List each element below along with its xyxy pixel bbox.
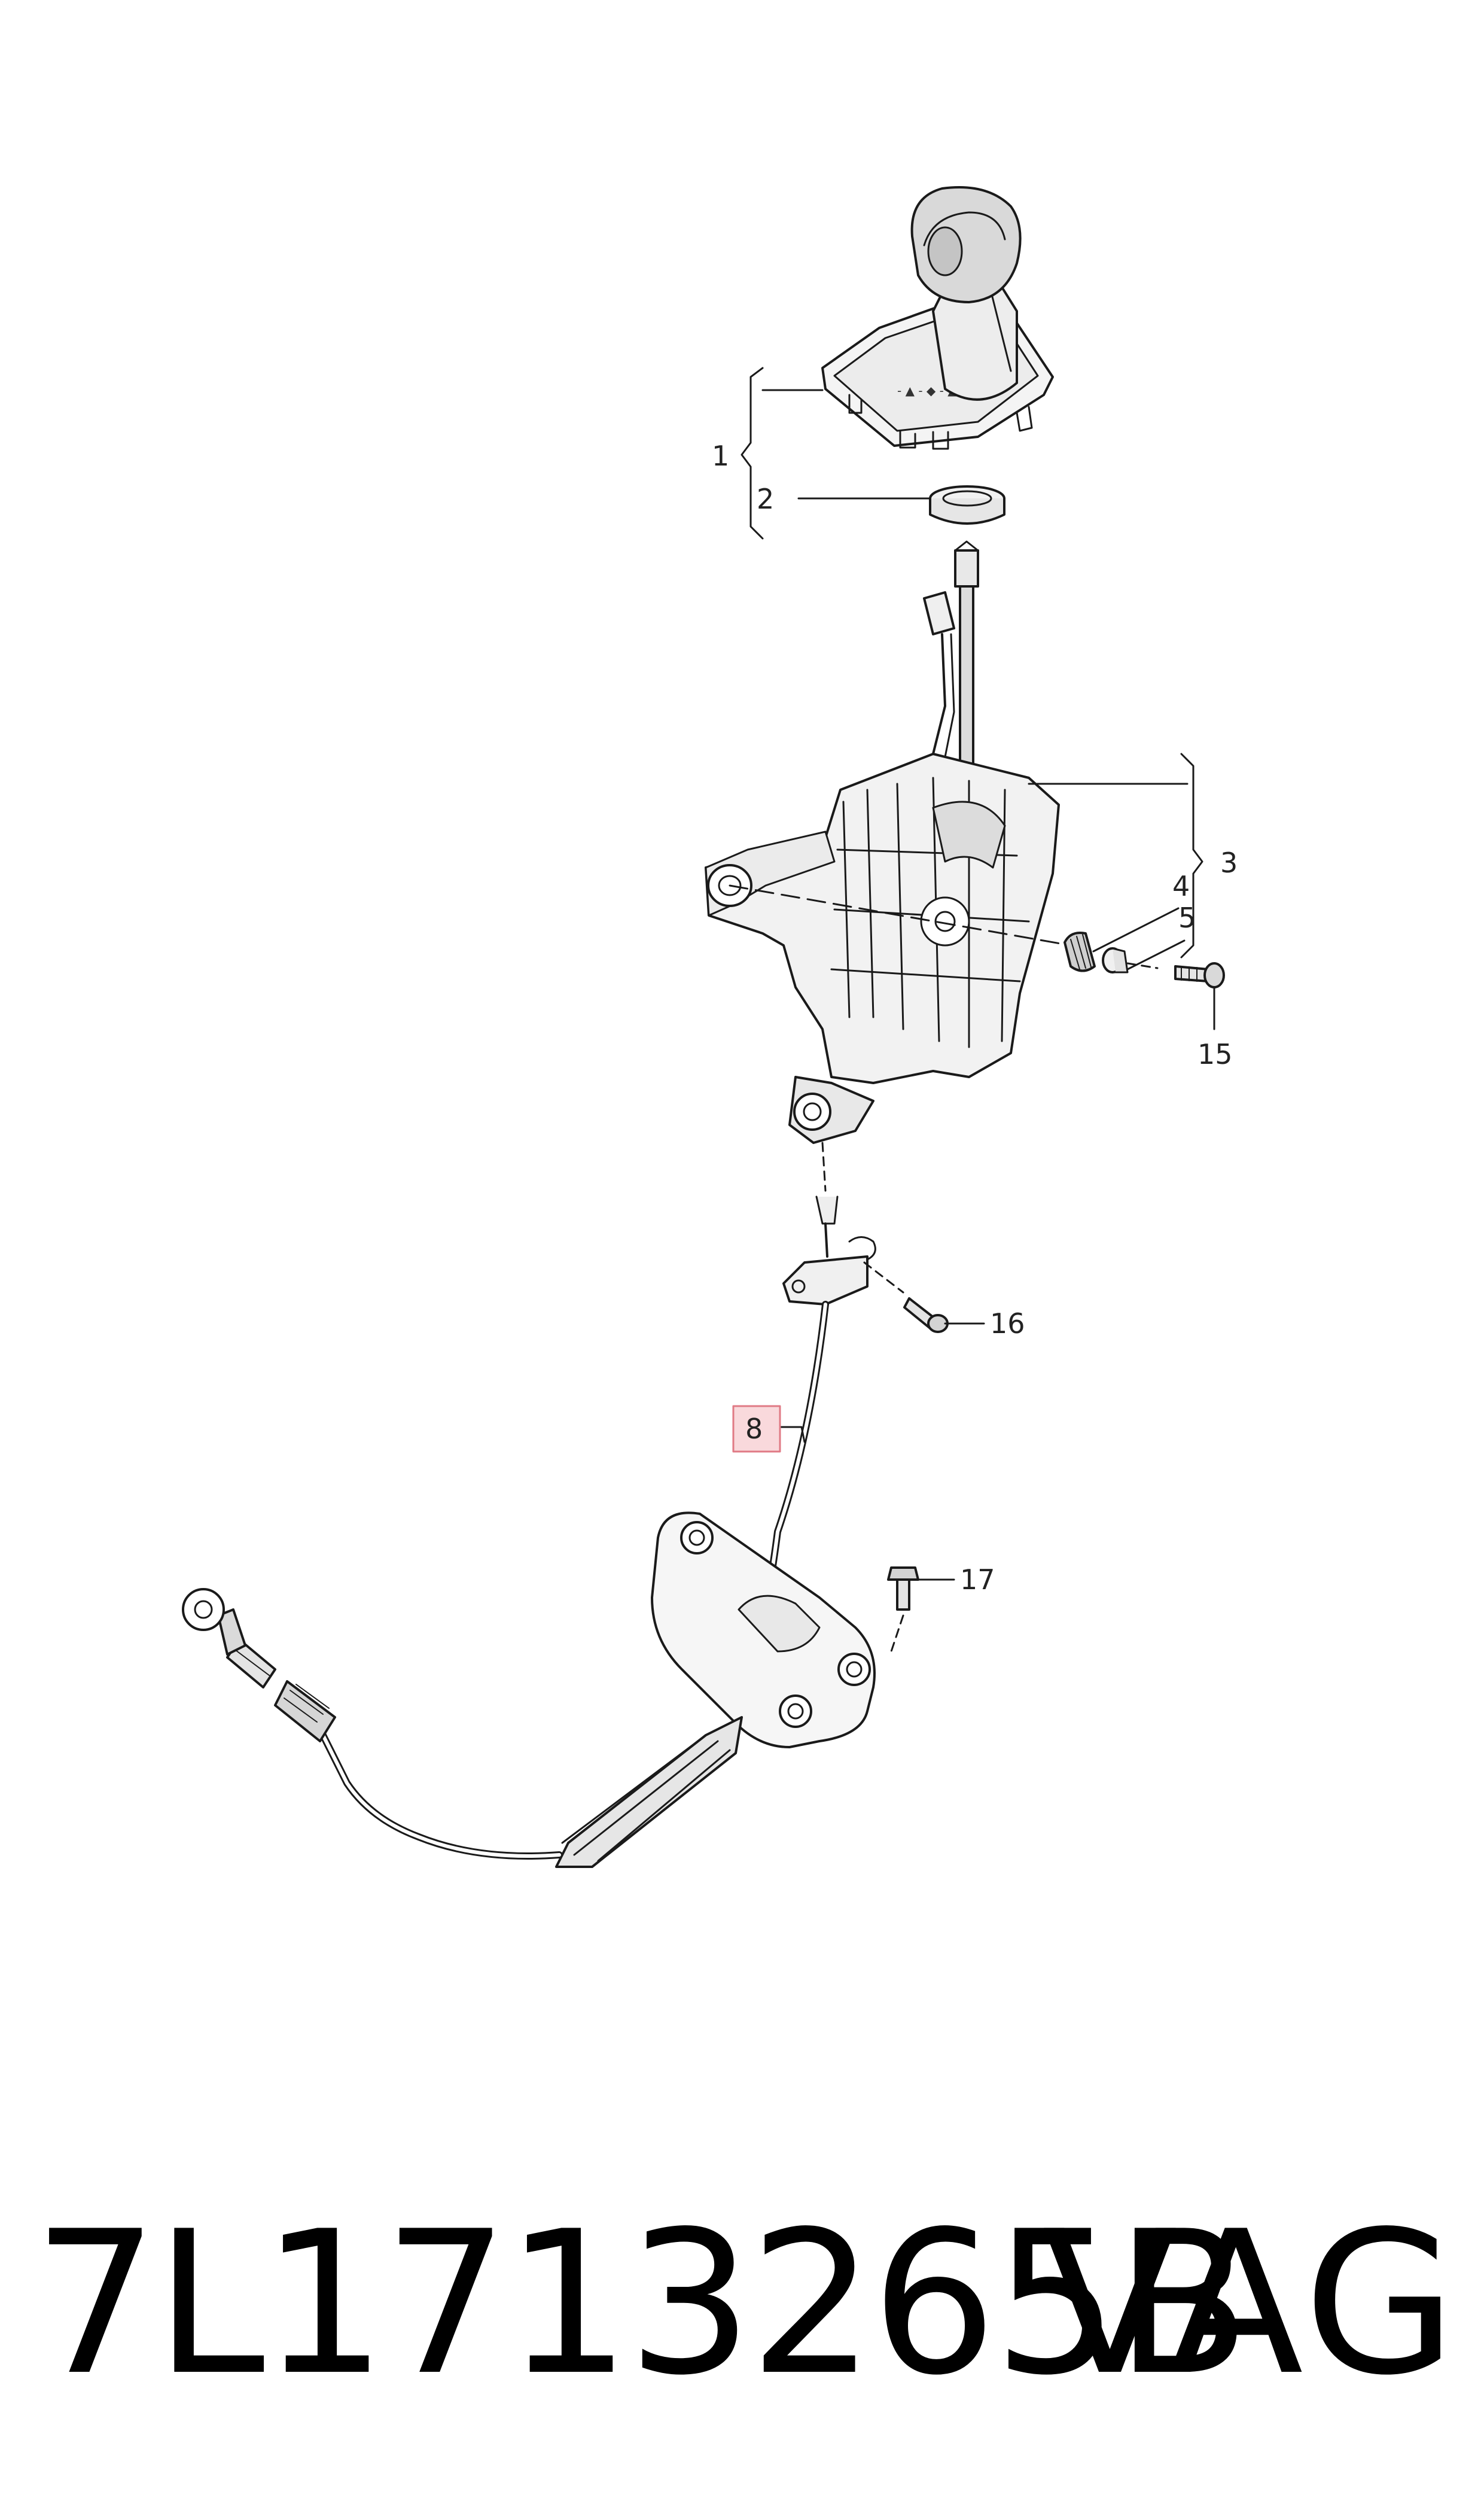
callout-17: 17 [960, 1563, 995, 1596]
clip-ring [929, 485, 1005, 525]
cable-upper-end [782, 1142, 904, 1306]
cable-mount-plate [651, 1511, 876, 1748]
callout-4: 4 [1172, 870, 1190, 902]
selector-housing [705, 540, 1072, 1144]
washer-part-5 [1102, 947, 1159, 973]
bolt-part-16 [903, 1297, 949, 1333]
callout-2: 2 [757, 483, 774, 515]
part-number-caption: 7L1713265B [33, 2189, 1251, 2418]
callout-8: 8 [745, 1413, 763, 1445]
bolt-part-17 [887, 1566, 919, 1653]
brand-caption: VAG [1042, 2189, 1460, 2418]
callout-8-highlight [732, 1405, 781, 1453]
callout-leaders [741, 367, 1215, 1581]
callout-1: 1 [712, 440, 729, 472]
callout-3: 3 [1220, 847, 1238, 879]
callout-5: 5 [1178, 902, 1196, 934]
cable-lower-run [182, 1588, 743, 1868]
callout-16: 16 [990, 1307, 1025, 1340]
callout-15: 15 [1197, 1038, 1233, 1070]
bolt-part-15 [1174, 962, 1225, 988]
exploded-parts-diagram: - ▲ - ◆ - ▲ [182, 186, 1238, 1868]
gear-knob-boot: - ▲ - ◆ - ▲ [821, 186, 1054, 450]
bush-part-4 [1064, 932, 1096, 972]
